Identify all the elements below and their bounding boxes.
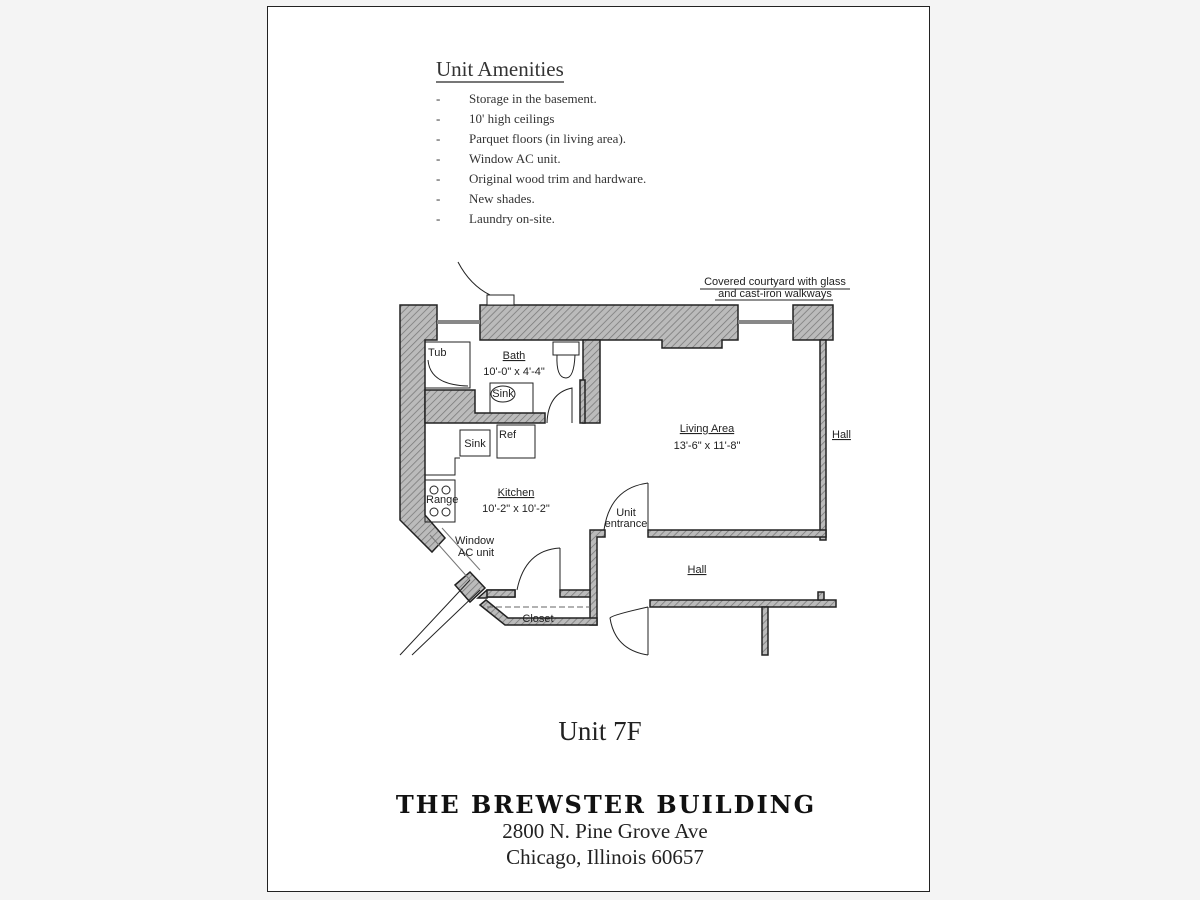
bath-sink-label: Sink <box>492 388 514 400</box>
amenity-item: -New shades. <box>436 191 535 206</box>
window-ac-label: Window <box>455 535 494 547</box>
unit-name: Unit 7F <box>558 716 642 746</box>
bath-dims: 10'-0" x 4'-4" <box>483 366 545 378</box>
living-area-dims: 13'-6" x 11'-8" <box>674 440 741 452</box>
amenities-list: -Storage in the basement. -10' high ceil… <box>436 89 646 229</box>
amenity-item: -Laundry on-site. <box>436 211 555 226</box>
bath-label: Bath <box>503 350 526 362</box>
amenity-item: -Storage in the basement. <box>436 91 597 106</box>
courtyard-label: Covered courtyard with glass <box>704 276 846 288</box>
walls <box>399 304 837 656</box>
amenities-title: Unit Amenities <box>436 57 564 83</box>
range-label: Range <box>426 494 458 506</box>
fixtures <box>399 261 850 656</box>
kitchen-sink-label: Sink <box>464 438 486 450</box>
kitchen-label: Kitchen <box>498 487 535 499</box>
living-area-label: Living Area <box>680 423 735 435</box>
building-name: THE BREWSTER BUILDING <box>395 790 817 819</box>
closet-label: Closet <box>522 613 553 625</box>
amenity-item: -10' high ceilings <box>436 111 555 126</box>
kitchen-dims: 10'-2" x 10'-2" <box>482 503 550 515</box>
unit-entrance-label: Unit <box>616 507 636 519</box>
ref-label: Ref <box>499 429 517 441</box>
amenity-item: -Original wood trim and hardware. <box>436 171 647 186</box>
window-ac-label: AC unit <box>458 547 494 559</box>
tub-label: Tub <box>428 347 447 359</box>
courtyard-label: and cast-iron walkways <box>718 288 832 300</box>
unit-entrance-label: entrance <box>605 518 648 530</box>
amenity-item: -Window AC unit. <box>436 151 561 166</box>
address-line-2: Chicago, Illinois 60657 <box>506 845 704 869</box>
hall-label-right: Hall <box>832 429 851 441</box>
amenity-item: -Parquet floors (in living area). <box>436 131 627 146</box>
address-line-1: 2800 N. Pine Grove Ave <box>502 819 708 843</box>
hall-label-bottom: Hall <box>688 564 707 576</box>
